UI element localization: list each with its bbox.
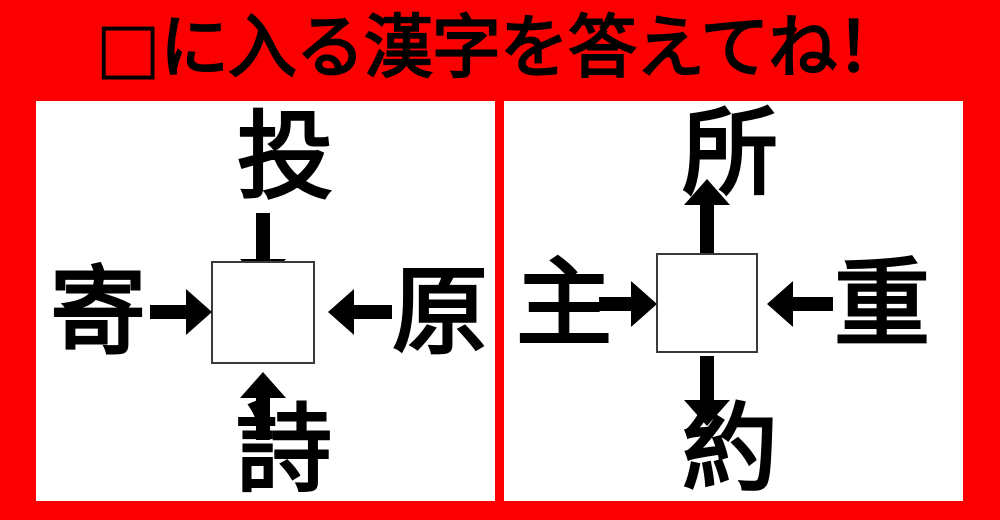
puzzle-left-panel: 投 寄 原 詩: [36, 101, 495, 501]
puzzle-panels: 投 寄 原 詩: [36, 101, 963, 501]
puzzle-left-left-kanji: 寄: [50, 256, 146, 368]
puzzle-left-right-kanji: 原: [392, 256, 488, 368]
title-band: □に入る漢字を答えてね！: [0, 0, 1000, 101]
arrow-down-icon-right-bottom: [684, 356, 730, 426]
puzzle-right-panel: 所 主 重 約: [504, 101, 963, 501]
puzzle-right-left-kanji: 主: [516, 248, 612, 360]
arrow-left-icon-right-right: [767, 281, 833, 327]
arrow-left-icon-left-right: [328, 289, 392, 335]
arrow-right-icon-right-left: [599, 281, 657, 327]
puzzle-left-answer-box[interactable]: [211, 261, 315, 364]
panel-divider: [495, 101, 504, 501]
puzzle-right-answer-box[interactable]: [656, 253, 758, 353]
arrow-up-icon-left-bottom: [240, 372, 286, 440]
puzzle-left-top-kanji: 投: [237, 101, 333, 213]
puzzle-right-right-kanji: 重: [834, 248, 930, 360]
arrow-up-icon-right-top: [684, 179, 730, 255]
arrow-right-icon-left-left: [150, 289, 212, 335]
page-title: □に入る漢字を答えてね！: [95, 8, 906, 88]
puzzle-left-bottom-kanji: 詩: [236, 394, 332, 501]
